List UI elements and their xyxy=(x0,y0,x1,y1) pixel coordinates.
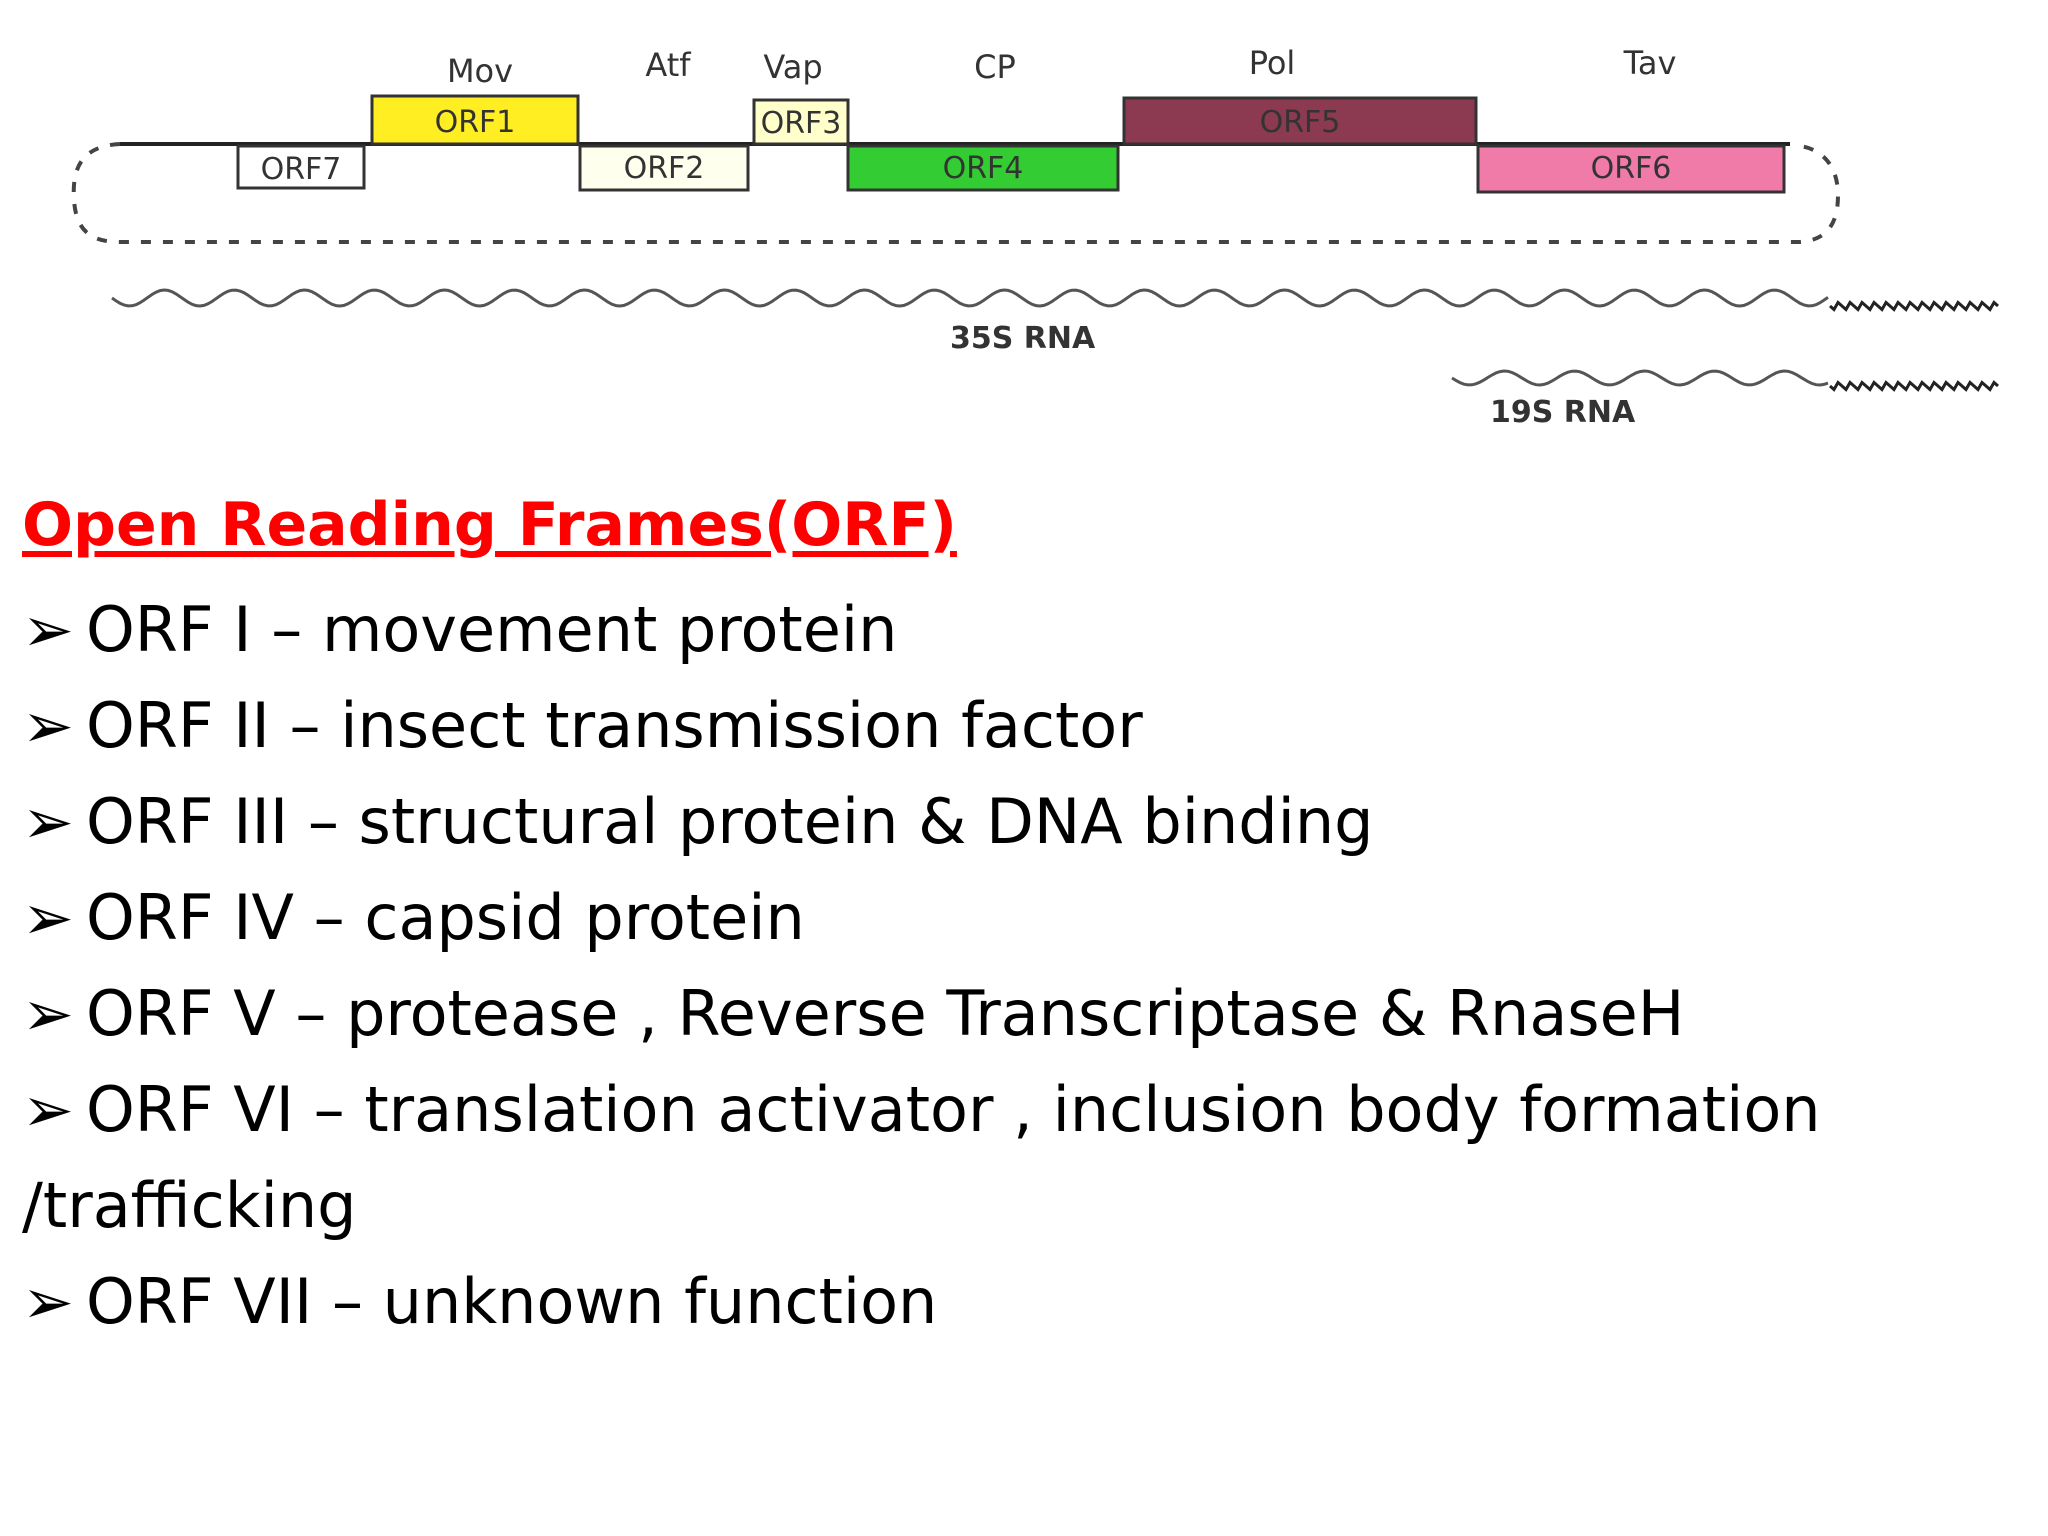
arrow-bullet-icon: ➢ xyxy=(22,881,74,954)
list-item-orf7: ➢ORF VII – unknown function xyxy=(22,1254,2022,1350)
genome-outline-dashed xyxy=(71,142,1841,244)
list-item-text: ORF II – insect transmission factor xyxy=(86,689,1143,762)
orf1-label: ORF1 xyxy=(435,105,516,140)
orf2-label: ORF2 xyxy=(624,151,705,186)
orf3-label: ORF3 xyxy=(761,106,842,141)
list-item-orf4: ➢ORF IV – capsid protein xyxy=(22,870,2022,966)
list-item-orf3: ➢ORF III – structural protein & DNA bind… xyxy=(22,774,2022,870)
list-item-text: ORF III – structural protein & DNA bindi… xyxy=(86,785,1374,858)
list-item-orf5: ➢ORF V – protease , Reverse Transcriptas… xyxy=(22,966,2022,1062)
rna-35s-polya-tail xyxy=(1829,300,1999,312)
rna-35s-label: 35S RNA xyxy=(950,321,1096,356)
label-mov: Mov xyxy=(447,52,513,90)
orf3-box: ORF3 xyxy=(752,98,850,146)
orf1-box: ORF1 xyxy=(370,94,580,146)
arrow-bullet-icon: ➢ xyxy=(22,593,74,666)
label-pol: Pol xyxy=(1249,44,1296,82)
list-item-text: ORF VII – unknown function xyxy=(86,1265,938,1338)
genome-map-diagram: ORF7 ORF1 ORF2 ORF3 ORF4 ORF5 ORF6 Mov A… xyxy=(71,44,1999,430)
list-item-orf6: ➢ORF VI – translation activator , inclus… xyxy=(22,1062,2022,1254)
orf2-box: ORF2 xyxy=(578,144,750,192)
label-tav: Tav xyxy=(1623,44,1677,82)
arrow-bullet-icon: ➢ xyxy=(22,785,74,858)
orf4-box: ORF4 xyxy=(846,144,1120,192)
list-item-text: ORF V – protease , Reverse Transcriptase… xyxy=(86,977,1685,1050)
arrow-bullet-icon: ➢ xyxy=(22,1073,74,1146)
label-atf: Atf xyxy=(645,46,691,84)
orf5-label: ORF5 xyxy=(1260,105,1341,140)
orf7-box: ORF7 xyxy=(236,144,366,190)
list-item-text: ORF IV – capsid protein xyxy=(86,881,805,954)
orf5-box: ORF5 xyxy=(1122,96,1478,146)
arrow-bullet-icon: ➢ xyxy=(22,1265,74,1338)
label-cp: CP xyxy=(974,48,1016,86)
list-item-text: ORF I – movement protein xyxy=(86,593,898,666)
section-heading: Open Reading Frames(ORF) xyxy=(22,490,957,560)
orf4-label: ORF4 xyxy=(943,151,1024,186)
arrow-bullet-icon: ➢ xyxy=(22,977,74,1050)
orf6-box: ORF6 xyxy=(1476,144,1786,194)
list-item-orf2: ➢ORF II – insect transmission factor xyxy=(22,678,2022,774)
orf6-label: ORF6 xyxy=(1591,151,1672,186)
list-item-orf1: ➢ORF I – movement protein xyxy=(22,582,2022,678)
rna-19s-transcript xyxy=(1451,369,1829,387)
rna-19s-label: 19S RNA xyxy=(1490,395,1636,430)
rna-19s-polya-tail xyxy=(1829,380,1999,392)
arrow-bullet-icon: ➢ xyxy=(22,689,74,762)
list-item-text: ORF VI – translation activator , inclusi… xyxy=(22,1073,1821,1242)
orf7-label: ORF7 xyxy=(261,152,342,187)
rna-35s-transcript xyxy=(111,288,1829,308)
orf-description-block: Open Reading Frames(ORF) ➢ORF I – moveme… xyxy=(22,486,2022,1350)
label-vap: Vap xyxy=(763,48,822,86)
